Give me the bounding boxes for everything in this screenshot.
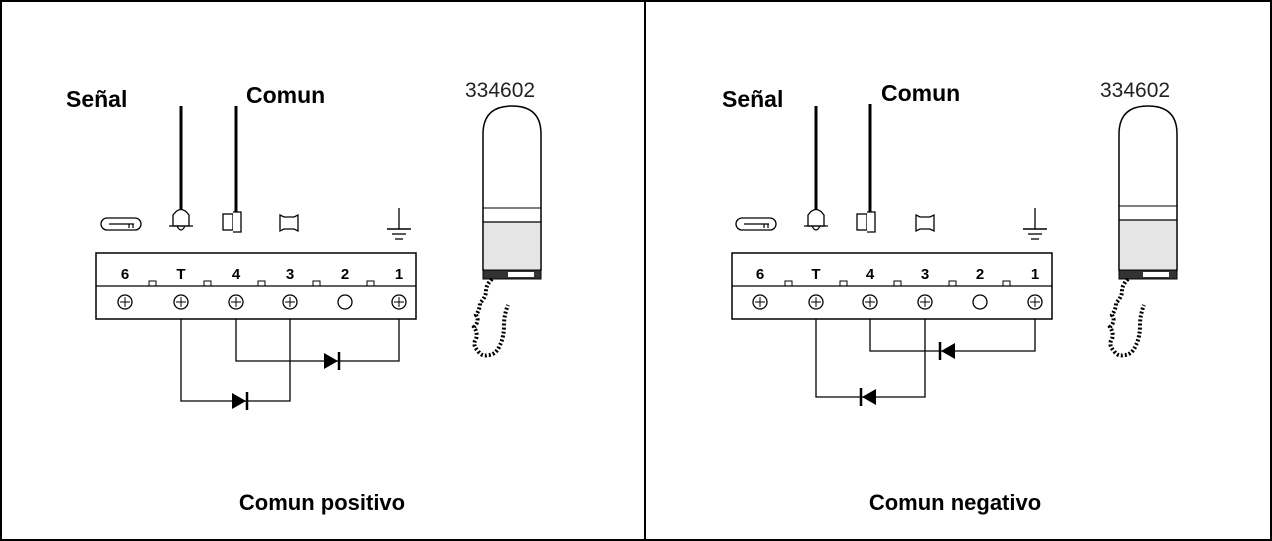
- bell-icon: [804, 208, 828, 231]
- screw-icon: [282, 294, 298, 310]
- ground-icon: [387, 208, 411, 240]
- caption: Comun negativo: [869, 490, 1041, 515]
- signal-label: Señal: [722, 86, 783, 112]
- common-label: Comun: [881, 80, 960, 106]
- caption: Comun positivo: [239, 490, 405, 515]
- model-number: 334602: [1100, 79, 1170, 102]
- screw-icon: [228, 294, 244, 310]
- handset-device: [471, 105, 542, 358]
- diode-icon: [859, 388, 876, 406]
- coiled-cord: [1107, 277, 1146, 358]
- diode-icon: [232, 392, 249, 410]
- panel-positive: Señal Comun: [66, 79, 542, 515]
- screw-icon: [173, 294, 189, 310]
- terminal-label: 6: [756, 266, 764, 283]
- terminal-block: [731, 252, 1053, 320]
- speaker-icon: [915, 213, 935, 233]
- empty-terminal-icon: [972, 294, 988, 310]
- terminal-label: 3: [286, 266, 294, 283]
- panel-negative: Señal Comun: [722, 79, 1178, 515]
- terminal-label: T: [176, 266, 185, 283]
- screw-icon: [117, 294, 133, 310]
- terminal-label: 4: [866, 266, 875, 283]
- key-icon: [735, 217, 777, 231]
- screw-icon: [1027, 294, 1043, 310]
- screw-icon: [808, 294, 824, 310]
- empty-terminal-icon: [337, 294, 353, 310]
- model-number: 334602: [465, 79, 535, 102]
- coiled-cord: [471, 277, 510, 358]
- terminal-block: [95, 252, 417, 320]
- terminal-label: 3: [921, 266, 929, 283]
- key-icon: [100, 217, 142, 231]
- terminal-label: T: [811, 266, 820, 283]
- terminal-label: 2: [976, 266, 984, 283]
- terminal-label: 4: [232, 266, 241, 283]
- handset-icon: [222, 211, 242, 233]
- diode-icon: [938, 342, 955, 360]
- terminal-label: 1: [395, 266, 403, 283]
- terminal-label: 6: [121, 266, 129, 283]
- screw-icon: [917, 294, 933, 310]
- speaker-icon: [279, 213, 299, 233]
- terminal-label: 2: [341, 266, 349, 283]
- handset-icon: [856, 211, 876, 233]
- common-label: Comun: [246, 82, 325, 108]
- screw-icon: [752, 294, 768, 310]
- terminal-label: 1: [1031, 266, 1039, 283]
- wire-4-to-1: [235, 319, 400, 362]
- handset-device: [1107, 105, 1178, 358]
- diode-icon: [324, 352, 341, 370]
- signal-label: Señal: [66, 86, 127, 112]
- ground-icon: [1023, 208, 1047, 240]
- screw-icon: [862, 294, 878, 310]
- screw-icon: [391, 294, 407, 310]
- bell-icon: [169, 208, 193, 231]
